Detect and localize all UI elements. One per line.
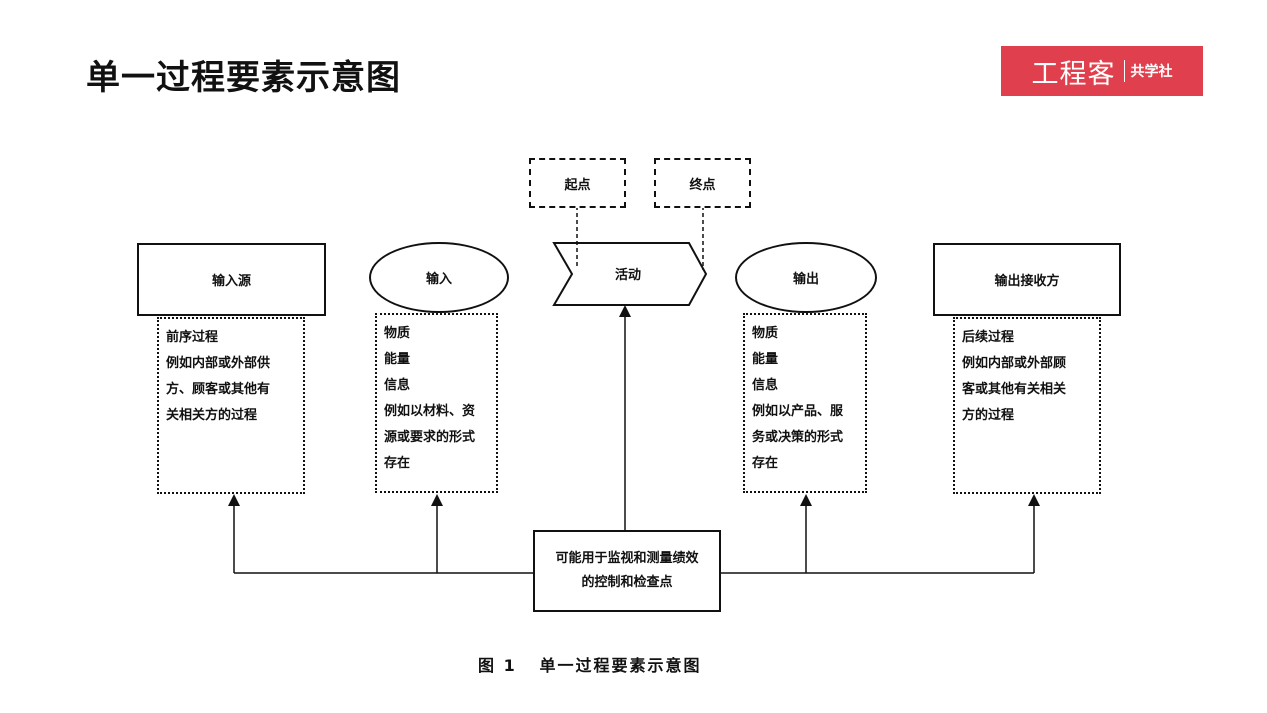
detail-line: 例如以材料、资 xyxy=(384,404,476,419)
detail-line: 方、顾客或其他有 xyxy=(166,382,271,397)
end-box: 终点 xyxy=(654,158,751,208)
logo-sub-text: 共学社 xyxy=(1130,64,1173,80)
detail-line: 能量 xyxy=(752,352,779,367)
input-details: 物质 能量 信息 例如以材料、资 源或要求的形式 存在 xyxy=(375,313,498,493)
detail-line: 前序过程 xyxy=(166,330,219,345)
output-receiver-details: 后续过程 例如内部或外部顾 客或其他有关相关 方的过程 xyxy=(953,317,1101,494)
detail-line: 能量 xyxy=(384,352,411,367)
figure-caption: 图 1 单一过程要素示意图 xyxy=(478,652,701,676)
caption-text: 单一过程要素示意图 xyxy=(539,656,702,675)
detail-line: 存在 xyxy=(384,456,411,471)
output-receiver-box: 输出接收方 xyxy=(933,243,1121,316)
logo-divider xyxy=(1123,60,1125,82)
detail-line: 例如内部或外部顾 xyxy=(962,356,1067,371)
input-source-label: 输入源 xyxy=(211,274,251,289)
logo-main-text: 工程客 xyxy=(1031,58,1116,90)
detail-line: 存在 xyxy=(752,456,779,471)
detail-line: 方的过程 xyxy=(962,408,1015,423)
diagram-background xyxy=(150,140,875,693)
caption-number: 图 1 xyxy=(478,656,517,675)
output-details: 物质 能量 信息 例如以产品、服 务或决策的形式 存在 xyxy=(743,313,867,493)
page-title: 单一过程要素示意图 xyxy=(86,58,401,98)
detail-line: 客或其他有关相关 xyxy=(962,382,1067,397)
detail-line: 信息 xyxy=(384,378,411,393)
input-ellipse: 输入 xyxy=(369,242,509,313)
activity-label: 活动 xyxy=(614,268,641,283)
detail-line: 信息 xyxy=(752,378,779,393)
monitor-line: 的控制和检查点 xyxy=(581,575,673,590)
input-source-box: 输入源 xyxy=(137,243,326,316)
brand-logo: 工程客 共学社 xyxy=(1001,46,1203,96)
end-label: 终点 xyxy=(689,177,716,193)
detail-line: 例如内部或外部供 xyxy=(166,356,271,371)
output-receiver-label: 输出接收方 xyxy=(994,274,1060,289)
start-label: 起点 xyxy=(564,177,591,193)
detail-line: 关相关方的过程 xyxy=(166,408,258,423)
input-source-details: 前序过程 例如内部或外部供 方、顾客或其他有 关相关方的过程 xyxy=(157,317,305,494)
detail-line: 源或要求的形式 xyxy=(384,430,476,445)
detail-line: 物质 xyxy=(384,326,411,341)
input-label: 输入 xyxy=(425,272,452,287)
detail-line: 务或决策的形式 xyxy=(752,430,844,445)
detail-line: 例如以产品、服 xyxy=(752,404,844,419)
monitor-line: 可能用于监视和测量绩效 xyxy=(555,551,699,566)
detail-line: 物质 xyxy=(752,326,779,341)
activity-shape xyxy=(552,242,708,306)
output-ellipse: 输出 xyxy=(735,242,877,313)
detail-line: 后续过程 xyxy=(962,330,1015,345)
output-label: 输出 xyxy=(792,272,819,287)
monitor-control-box: 可能用于监视和测量绩效 的控制和检查点 xyxy=(533,530,721,612)
start-box: 起点 xyxy=(529,158,626,208)
